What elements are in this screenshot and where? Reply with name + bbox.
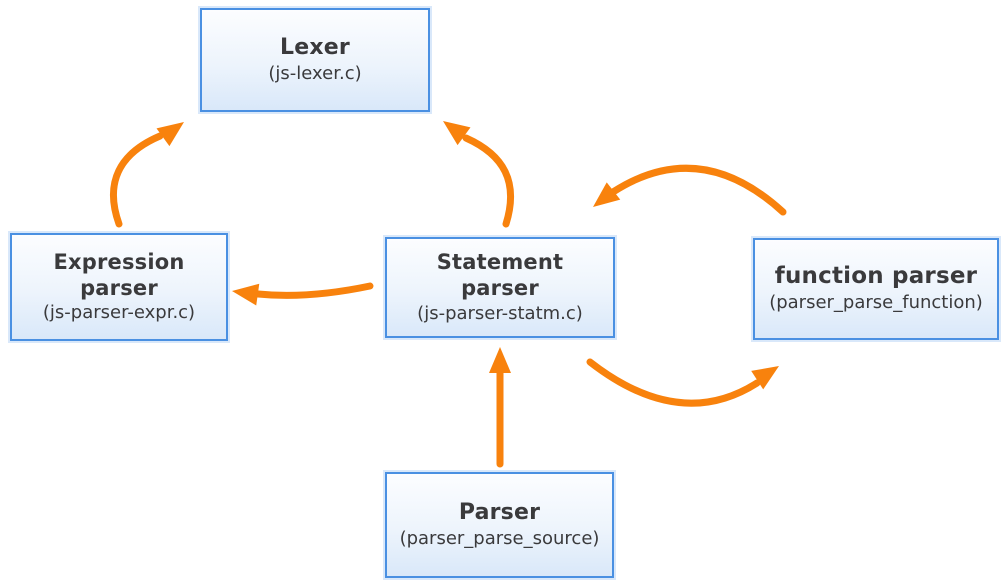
arrow-statement-parser-to-function-parser xyxy=(586,358,779,407)
node-parser-subtitle: (parser_parse_source) xyxy=(399,527,600,549)
node-statement-parser: Statement parser (js-parser-statm.c) xyxy=(385,237,615,338)
node-function-parser: function parser (parser_parse_function) xyxy=(753,238,999,340)
node-lexer-title: Lexer xyxy=(280,35,350,61)
node-lexer: Lexer (js-lexer.c) xyxy=(200,8,430,112)
node-parser-title: Parser xyxy=(458,500,541,526)
node-expression-parser-subtitle: (js-parser-expr.c) xyxy=(42,302,196,324)
arrow-statement-parser-to-expression-parser xyxy=(232,282,374,306)
node-statement-parser-subtitle: (js-parser-statm.c) xyxy=(417,302,583,324)
arrow-statement-parser-to-lexer xyxy=(443,121,514,228)
arrow-parser-to-statement-parser xyxy=(489,347,511,468)
node-expression-parser: Expression parser (js-parser-expr.c) xyxy=(10,233,228,341)
node-function-parser-subtitle: (parser_parse_function) xyxy=(769,292,983,314)
node-parser: Parser (parser_parse_source) xyxy=(385,472,614,578)
node-expression-parser-title: Expression parser xyxy=(53,249,185,300)
arrow-expression-parser-to-lexer xyxy=(109,122,184,228)
node-statement-parser-title: Statement parser xyxy=(436,250,564,301)
node-function-parser-title: function parser xyxy=(774,263,978,290)
arrow-function-parser-to-statement-parser xyxy=(593,164,787,216)
node-lexer-subtitle: (js-lexer.c) xyxy=(268,62,362,84)
